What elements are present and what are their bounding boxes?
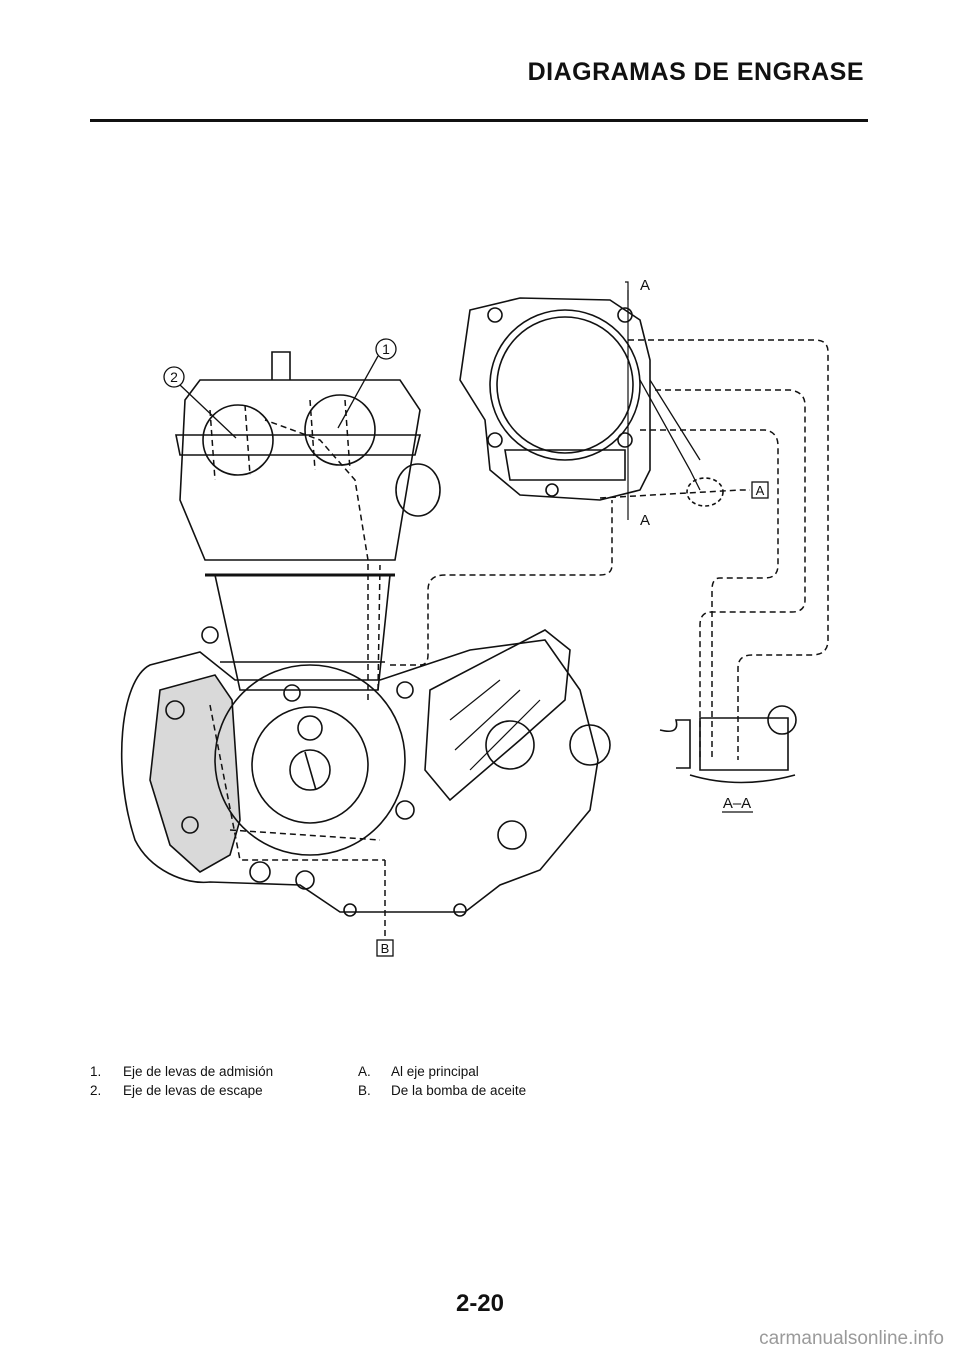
legend-letter: B. (358, 1083, 371, 1098)
section-mark-top: A (640, 277, 650, 294)
callout-2-leader (179, 384, 237, 439)
clutch-cover-inner (251, 706, 369, 824)
legend-number: 2. (90, 1083, 102, 1098)
intake-port (395, 463, 441, 517)
legend-text: Eje de levas de escape (123, 1083, 263, 1098)
callout-1-circle (375, 338, 397, 360)
box-a-label: A (756, 483, 765, 498)
section-view-label: A–A (723, 795, 751, 812)
output-shaft (485, 720, 535, 770)
page-number: 2-20 (455, 1290, 505, 1317)
intake-cam (202, 404, 274, 476)
section-aa-view (699, 717, 789, 771)
oil-route-to-cylinder (390, 500, 613, 666)
exhaust-cam (304, 394, 376, 466)
legend-text: Eje de levas de admisión (123, 1064, 274, 1079)
legend-item: B. De la bomba de aceite (358, 1081, 526, 1100)
legend-item: A. Al eje principal (358, 1062, 526, 1081)
left-cover (149, 674, 241, 873)
legend-number: 1. (90, 1064, 102, 1079)
cylinder-bore (489, 309, 641, 461)
legend-item: 1. Eje de levas de admisión (90, 1062, 273, 1081)
engine-diagram-svg: 1 2 A A A B A–A (120, 277, 829, 957)
callout-1: 1 (382, 341, 390, 357)
oil-plug-lower (289, 749, 331, 791)
head-breather (271, 351, 291, 380)
sprocket-cover (424, 629, 571, 802)
cylinder-bore-inner (496, 316, 634, 454)
legend-left: 1. Eje de levas de admisión 2. Eje de le… (90, 1062, 273, 1100)
callout-2: 2 (170, 369, 178, 385)
head-top (175, 434, 422, 456)
box-a-frame (751, 481, 769, 499)
legend-text: De la bomba de aceite (391, 1083, 527, 1098)
cylinder-head (179, 379, 421, 561)
legend-item: 2. Eje de levas de escape (90, 1081, 273, 1100)
callout-1-leader (337, 355, 379, 429)
title-rule (90, 119, 868, 122)
legend-right: A. Al eje principal B. De la bomba de ac… (358, 1062, 526, 1100)
legend-text: Al eje principal (391, 1064, 479, 1079)
box-b-label: B (381, 941, 390, 956)
shaft-bolt (569, 724, 611, 766)
watermark[interactable]: carmanualsonline.info (759, 1328, 944, 1349)
engine-lubrication-diagram: 1 2 A A A B A–A (0, 130, 960, 990)
clutch-cover (214, 664, 406, 856)
page-title: DIAGRAMAS DE ENGRASE (527, 58, 864, 86)
case-bolt (497, 820, 527, 850)
legend-letter: A. (358, 1064, 371, 1079)
oil-plug-slot (304, 751, 317, 791)
cylinder-block (214, 574, 391, 691)
cylinder-section (459, 297, 651, 501)
section-mark-bottom: A (640, 512, 650, 529)
box-b-frame (376, 939, 394, 957)
callout-2-circle (163, 366, 185, 388)
oil-plug-upper (297, 715, 323, 741)
crankcase-outline (120, 639, 599, 913)
